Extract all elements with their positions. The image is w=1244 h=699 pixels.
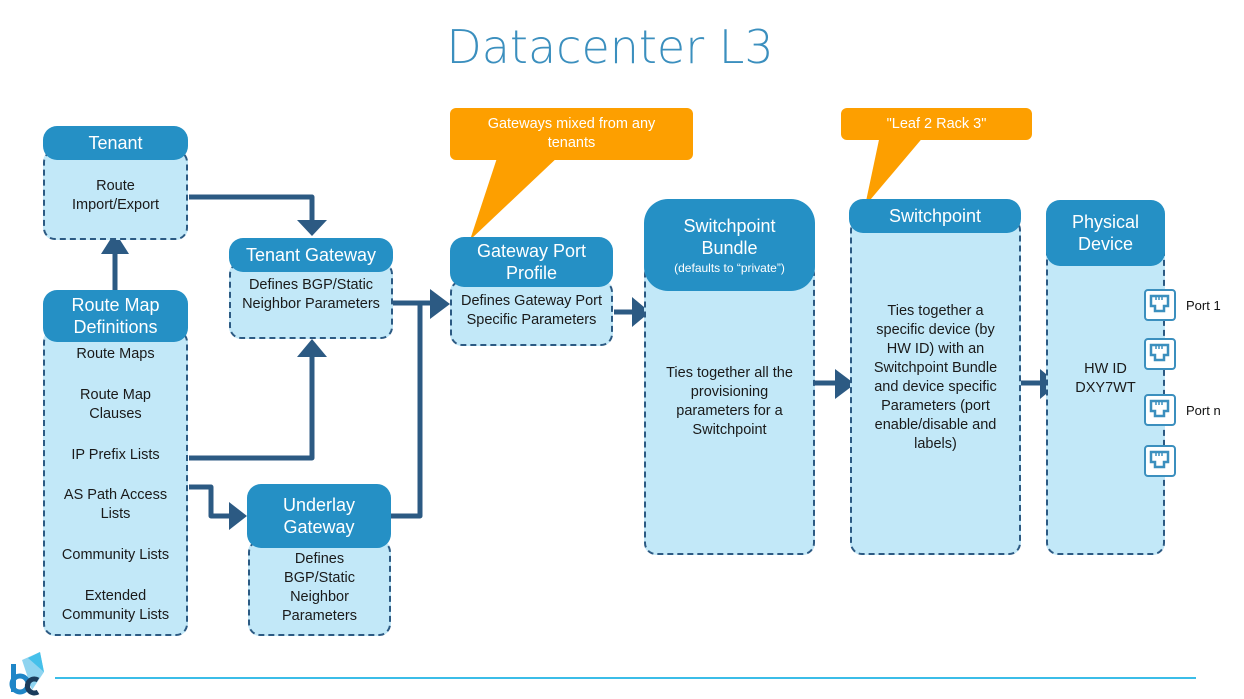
switchpoint-header: Switchpoint xyxy=(849,199,1021,233)
underlay-gateway-description: Defines BGP/Static Neighbor Parameters xyxy=(282,551,357,624)
tenant-gateway-title: Tenant Gateway xyxy=(245,245,377,265)
arrowhead xyxy=(835,369,855,399)
edge-underlay-gpp xyxy=(391,303,423,519)
arrowhead xyxy=(632,297,650,327)
switchpoint-body xyxy=(850,218,1021,555)
tenant-gateway-header: Tenant Gateway xyxy=(229,238,393,272)
gateway-port-profile-title: Gateway Port Profile xyxy=(476,241,587,283)
list-item-route-map-clauses: Route Map Clauses xyxy=(80,387,151,422)
ethernet-port-icon xyxy=(1144,289,1176,321)
switchpoint-bundle-description: Ties together all the provisioning param… xyxy=(666,365,793,438)
physical-device-title: Physical Device xyxy=(1071,212,1140,254)
page-title: Datacenter L3 xyxy=(446,20,774,74)
route-map-definitions-title: Route Map Definitions xyxy=(71,295,160,337)
callout-leaf-pointer xyxy=(865,135,925,206)
arrowhead xyxy=(430,289,450,319)
list-item-ip-prefix-lists: IP Prefix Lists xyxy=(71,447,160,463)
callout-gateways-pointer xyxy=(470,155,560,240)
ethernet-port-icon xyxy=(1144,338,1176,370)
hardware-id: HW ID DXY7WT xyxy=(1075,361,1136,396)
switchpoint-bundle-header: Switchpoint Bundle (defaults to “private… xyxy=(644,199,815,291)
gateway-port-profile-description: Defines Gateway Port Specific Parameters xyxy=(460,293,603,328)
port-label: Port 1 xyxy=(1186,298,1221,313)
list-item-route-maps: Route Maps xyxy=(76,346,155,362)
list-item-as-path-access-lists: AS Path Access Lists xyxy=(63,487,168,522)
callout-leaf-rack: "Leaf 2 Rack 3" xyxy=(841,108,1032,140)
route-map-definitions-body xyxy=(43,330,188,636)
edge-tenant-tenantgw xyxy=(189,194,315,222)
edge-routemap-underlay xyxy=(189,484,230,519)
list-item-community-lists: Community Lists xyxy=(61,547,170,563)
arrowhead xyxy=(297,220,327,236)
route-map-definitions-header: Route Map Definitions xyxy=(43,290,188,342)
switchpoint-description: Ties together a specific device (by HW I… xyxy=(873,303,998,452)
ethernet-port-icon xyxy=(1144,394,1176,426)
underlay-gateway-title: Underlay Gateway xyxy=(282,495,356,537)
list-item-extended-community-lists: Extended Community Lists xyxy=(61,588,170,623)
tenant-gateway-body xyxy=(229,262,393,339)
tenant-title: Tenant xyxy=(88,133,143,153)
bc-logo-icon xyxy=(9,652,44,696)
arrowhead xyxy=(229,502,247,530)
switchpoint-bundle-subtitle: (defaults to “private”) xyxy=(674,261,785,275)
tenant-gateway-description: Defines BGP/Static Neighbor Parameters xyxy=(242,277,380,312)
switchpoint-bundle-body xyxy=(644,262,815,555)
underlay-gateway-header: Underlay Gateway xyxy=(247,484,391,548)
arrowhead xyxy=(297,339,327,357)
tenant-header: Tenant xyxy=(43,126,188,160)
arrowhead xyxy=(101,232,129,254)
callout-gateways-mixed: Gateways mixed from any tenants xyxy=(450,108,693,160)
gateway-port-profile-header: Gateway Port Profile xyxy=(450,237,613,287)
tenant-description: Route Import/Export xyxy=(71,178,160,213)
edge-routemap-tenantgw xyxy=(189,355,315,461)
physical-device-header: Physical Device xyxy=(1046,200,1165,266)
ethernet-port-icon xyxy=(1144,445,1176,477)
footer-divider xyxy=(55,677,1196,679)
port-label: Port n xyxy=(1186,403,1221,418)
switchpoint-bundle-title: Switchpoint Bundle xyxy=(683,216,776,258)
physical-device-body xyxy=(1046,230,1165,555)
switchpoint-title: Switchpoint xyxy=(888,206,982,226)
